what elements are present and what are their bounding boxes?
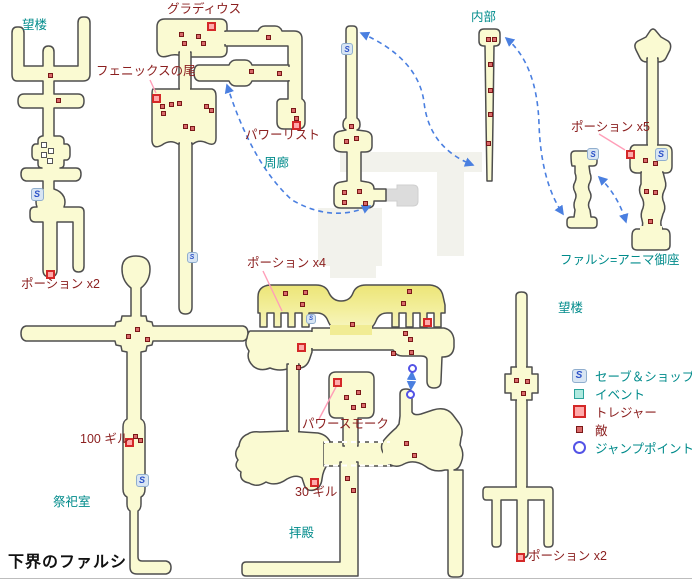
route-arrows — [149, 31, 629, 420]
map-structure-anima-column — [646, 57, 659, 149]
save-icon: S — [571, 368, 587, 383]
legend-label: トレジャー — [595, 406, 657, 420]
jump-icon — [572, 441, 586, 454]
map-structure-shrine-hall — [257, 284, 446, 332]
map-structure-shrine-stem — [286, 363, 300, 433]
legend: S セーブ＆ショップイベントトレジャー敵ジャンプポイント — [570, 368, 692, 456]
legend-item-event: イベント — [570, 386, 692, 402]
map-structure-phoenix-room — [151, 88, 217, 148]
map-structure-mid-corridor — [193, 59, 290, 87]
map-structure-watchtower-right-room — [504, 366, 539, 401]
map-structure-small-pillar — [566, 150, 598, 229]
route-arrow — [359, 31, 475, 167]
map-structure-shrine-lower-left-wing — [235, 430, 332, 492]
map-title: 下界のファルシ — [8, 554, 128, 571]
map-structure-watchtower-left — [11, 16, 91, 278]
map-structure-gladius-room — [156, 18, 228, 58]
map-structure-shrine-band-right-wing — [311, 327, 455, 389]
route-arrow — [406, 370, 417, 391]
event-icon — [574, 388, 584, 399]
map-structure-shrine-left-wing — [245, 330, 313, 371]
map-structure-long-corridor — [178, 142, 193, 315]
map-structure-shrine-right-body — [380, 388, 464, 578]
legend-label: 敵 — [595, 424, 608, 438]
map-structure-mid-tower — [333, 25, 387, 209]
map-structure-gray-plug — [385, 184, 419, 207]
callout-line — [318, 386, 337, 420]
callout-line — [149, 79, 157, 94]
callout-line — [262, 270, 283, 312]
legend-item-jump: ジャンプポイント — [570, 440, 692, 456]
legend-label: セーブ＆ショップ — [595, 370, 692, 384]
treasure-icon — [572, 405, 586, 418]
map-structure-anima-body — [638, 171, 667, 231]
route-arrow — [504, 36, 564, 216]
map-structure-ritual-chamber — [20, 255, 249, 575]
bottom-divider — [0, 578, 692, 579]
route-arrow — [597, 175, 629, 224]
legend-item-save: S セーブ＆ショップ — [570, 368, 692, 384]
legend-label: ジャンプポイント — [595, 442, 692, 456]
map-structure-shrine-bottom-corridor — [241, 461, 359, 577]
map-structure-anima-base — [631, 228, 671, 251]
legend-label: イベント — [595, 388, 646, 402]
callout-line — [598, 133, 626, 151]
legend-item-enemy: 敵 — [570, 422, 692, 438]
map-structure-watchtower-right-trident — [482, 486, 554, 559]
unexplored-areas — [318, 152, 482, 278]
map-structure-interior — [478, 28, 501, 182]
enemy-icon — [575, 426, 583, 433]
legend-item-treasure: トレジャー — [570, 404, 692, 420]
map-structure-powersmoke-room — [328, 371, 375, 447]
